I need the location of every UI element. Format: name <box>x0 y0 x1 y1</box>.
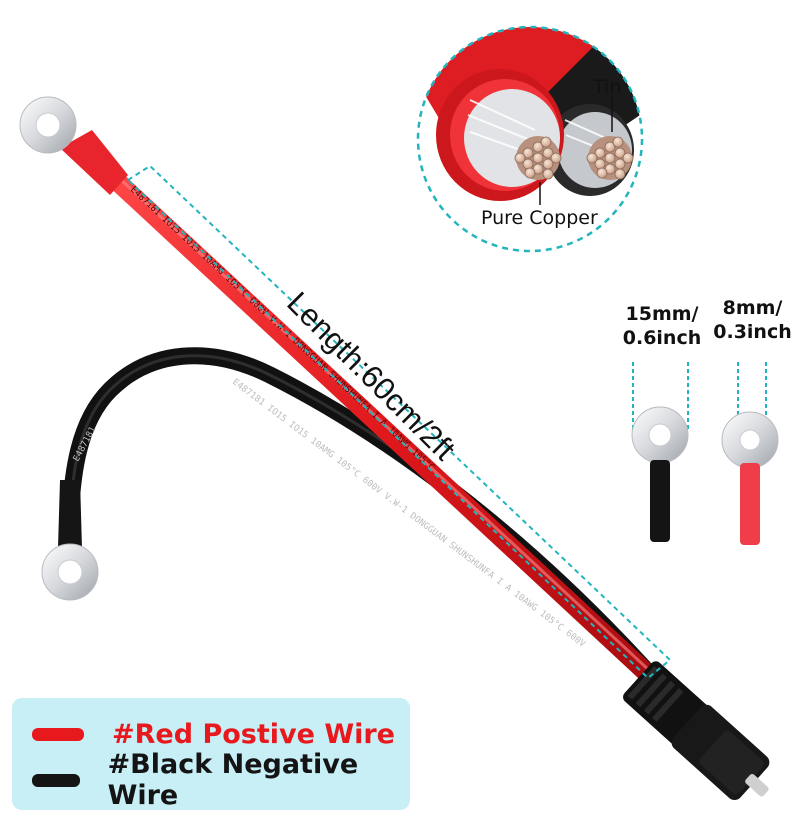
small-ring-size-label: 8mm/ 0.3inch <box>705 296 800 344</box>
black-wire-label: #Black Negative Wire <box>107 749 359 811</box>
small-ring-terminal-example <box>721 362 779 545</box>
large-ring-size-label: 15mm/ 0.6inch <box>612 302 712 350</box>
black-swatch <box>32 773 80 787</box>
red-ring-terminal <box>19 96 128 195</box>
large-ring-terminal-example <box>631 362 689 542</box>
small-ring-size-line2: 0.3inch <box>713 321 792 343</box>
wire-color-legend: #Red Postive Wire #Black Negative Wire <box>12 698 410 811</box>
small-ring-size-line1: 8mm/ <box>722 297 783 319</box>
black-ring-terminal <box>41 480 99 601</box>
legend-row-black: #Black Negative Wire <box>32 749 410 811</box>
red-wire-label: #Red Postive Wire <box>112 718 395 750</box>
red-swatch <box>32 727 84 741</box>
wire-cross-section-magnifier <box>416 25 644 253</box>
sae-connector <box>623 661 770 801</box>
pure-copper-label: Pure Copper <box>481 207 598 229</box>
length-indicator <box>126 164 672 680</box>
legend-row-red: #Red Postive Wire <box>32 714 395 754</box>
large-ring-size-line1: 15mm/ <box>625 303 699 325</box>
tin-label: Tin <box>593 76 622 98</box>
large-ring-size-line2: 0.6inch <box>622 327 702 349</box>
